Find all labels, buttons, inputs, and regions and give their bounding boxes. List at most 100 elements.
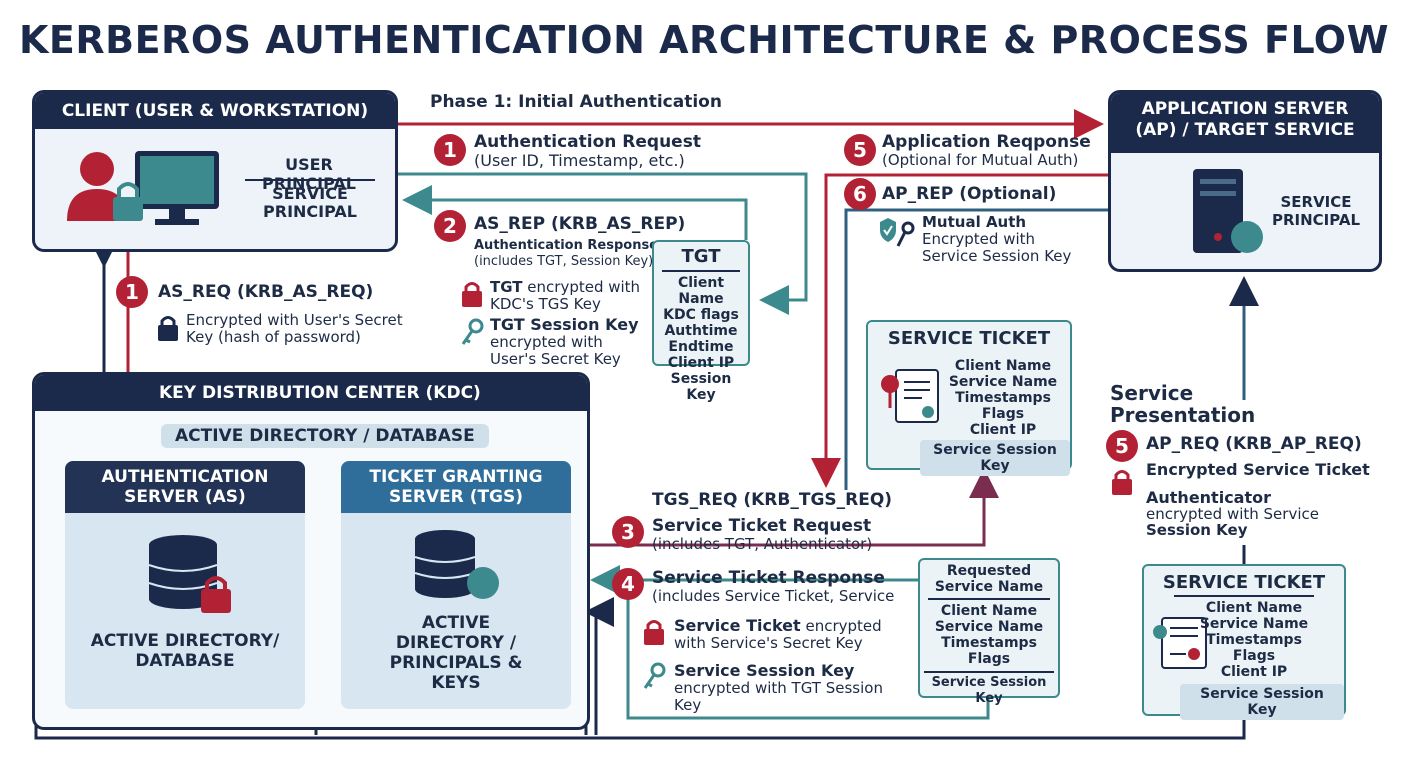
authenticator-note-2: Session Key [1146, 521, 1248, 539]
certificate-icon [1153, 617, 1207, 669]
requested-key: Service Session Key [931, 675, 1047, 706]
step-5-ap-badge: 5 [1106, 430, 1138, 462]
requested-line: Flags [967, 651, 1011, 667]
requested-line: Service Name [934, 619, 1044, 635]
step-6-title: AP_REP (Optional) [882, 184, 1057, 204]
ad-db-label: ACTIVE DIRECTORY / DATABASE [161, 424, 489, 448]
key-icon [643, 662, 666, 689]
kdc-box: KEY DISTRIBUTION CENTER (KDC) ACTIVE DIR… [32, 372, 590, 730]
app-server-box: APPLICATION SERVER (AP) / TARGET SERVICE… [1108, 90, 1382, 272]
arrow-app-response [811, 173, 1108, 488]
service-ticket-right-lines: Client Name Service Name Timestamps Flag… [1196, 600, 1312, 680]
service-ticket-mid-line: Timestamps [955, 390, 1051, 406]
service-ticket-enc-note: Service Ticket encrypted with Service's … [674, 617, 904, 652]
database-icon [414, 530, 499, 599]
tgs-req-label: TGS_REQ (KRB_TGS_REQ) [652, 490, 893, 510]
tgt-ticket-title: TGT [681, 246, 721, 267]
arrow-st-loop [626, 598, 990, 720]
step-4-sub: (includes Service Ticket, Service [652, 587, 895, 605]
service-session-key-note: Service Session Key encrypted with TGT S… [674, 662, 914, 714]
tgt-encrypted-text: encrypted with KDC's TGS Key [490, 278, 641, 313]
kdc-header: KEY DISTRIBUTION CENTER (KDC) [35, 375, 587, 411]
service-ticket-enc-text: encrypted with Service's Secret Key [674, 617, 882, 652]
service-ticket-right-line: Client Name [1205, 600, 1303, 616]
requested-line: Timestamps [941, 635, 1037, 651]
step-4-badge: 4 [612, 568, 644, 600]
authenticator-note-1: encrypted with Service [1146, 505, 1319, 523]
service-ticket-mid-line: Flags [981, 406, 1025, 422]
tgt-line: Client IP [667, 355, 735, 371]
service-ticket-right: SERVICE TICKET Client Name Service Name … [1142, 564, 1346, 720]
client-divider [245, 179, 375, 181]
step-6-badge: 6 [844, 178, 876, 210]
step-2-sub2: (includes TGT, Session Key) [474, 254, 654, 269]
user-principal-label: USER PRINCIPAL [262, 155, 356, 193]
as-box: AUTHENTICATION SERVER (AS) ACTIVE DIRECT… [65, 461, 305, 709]
requested-service-name: Requested Service Name [934, 563, 1044, 595]
step-1-badge: 1 [434, 134, 466, 166]
tgt-line: KDC flags [663, 307, 739, 323]
service-ticket-right-title: SERVICE TICKET [1162, 572, 1326, 593]
step-4-title: Service Ticket Response [652, 568, 885, 588]
requested-line: Client Name [940, 603, 1038, 619]
service-ticket-right-key: Service Session Key [1180, 684, 1344, 720]
certificate-icon [881, 369, 939, 423]
tgs-box: TICKET GRANTING SERVER (TGS) ACTIVE DIRE… [341, 461, 571, 709]
shield-key-icon [880, 218, 915, 247]
step-1-left-badge: 1 [116, 276, 148, 308]
step-2-sub1: Authentication Response [474, 238, 658, 253]
key-icon [461, 318, 484, 345]
service-session-key-text: encrypted with TGT Session Key [674, 679, 883, 714]
lock-icon [1112, 470, 1132, 495]
ap-service-principal: SERVICE PRINCIPAL [1271, 193, 1361, 229]
service-ticket-mid-key-wrap: Service Session Key [920, 440, 1070, 476]
step-3-title: Service Ticket Request [652, 516, 872, 536]
service-ticket-mid-key: Service Session Key [920, 440, 1070, 476]
step-1-sub: (User ID, Timestamp, etc.) [474, 151, 685, 170]
tgs-db-label: ACTIVE DIRECTORY / PRINCIPALS & KEYS [389, 613, 523, 693]
arrow-as-rep [402, 185, 748, 240]
mutual-auth-note: Mutual Auth Encrypted with Service Sessi… [922, 214, 1072, 265]
tgt-line: Session Key [670, 371, 732, 403]
service-ticket-right-key-wrap: Service Session Key [1180, 684, 1344, 720]
tgt-divider [662, 270, 740, 272]
client-box: CLIENT (USER & WORKSTATION) USER PRINCIP… [32, 90, 398, 252]
database-icon [148, 535, 231, 613]
service-ticket-right-line: Service Name [1199, 616, 1309, 632]
lock-icon [644, 620, 664, 645]
tgt-session-key-note: TGT Session Key encrypted with User's Se… [490, 316, 640, 368]
encrypted-service-ticket: Encrypted Service Ticket [1146, 460, 1370, 479]
service-ticket-right-line: Flags [1232, 648, 1276, 664]
tgt-encrypted-bold: TGT [490, 278, 523, 296]
service-ticket-enc-bold: Service Ticket [674, 616, 801, 635]
service-principal-label: SERVICE PRINCIPAL [263, 184, 357, 221]
as-req-title: AS_REQ (KRB_AS_REQ) [158, 282, 374, 302]
step-2-badge: 2 [434, 210, 466, 242]
user-workstation-icon [67, 151, 219, 225]
app-server-header: APPLICATION SERVER (AP) / TARGET SERVICE [1111, 93, 1379, 153]
step-3-badge: 3 [612, 516, 644, 548]
step-2-title: AS_REP (KRB_AS_REP) [474, 214, 686, 234]
lock-icon [462, 282, 482, 307]
lock-icon [158, 316, 178, 341]
tgt-session-key-bold: TGT Session Key [490, 315, 639, 334]
service-ticket-mid-title: SERVICE TICKET [887, 328, 1051, 349]
mutual-auth-bold: Mutual Auth [922, 213, 1027, 231]
page-title: KERBEROS AUTHENTICATION ARCHITECTURE & P… [18, 18, 1390, 62]
as-db-label: ACTIVE DIRECTORY/ DATABASE [90, 631, 280, 671]
service-ticket-middle: SERVICE TICKET Client Name Service Name … [866, 320, 1072, 476]
tgt-line: Endtime [668, 339, 734, 355]
tgt-line: Client Name [677, 275, 725, 307]
arrow-ap-rep [844, 208, 1108, 490]
arrow-to-tgt [398, 172, 808, 315]
as-req-note: Encrypted with User's Secret Key (hash o… [186, 311, 403, 346]
step-5-badge: 5 [844, 134, 876, 166]
service-ticket-mid-line: Client Name [954, 358, 1052, 374]
step-1-title: Authentication Request [474, 132, 701, 152]
as-header: AUTHENTICATION SERVER (AS) [65, 461, 305, 513]
service-ticket-mid-line: Client IP [969, 422, 1037, 438]
requested-service-ticket: Requested Service Name Client Name Servi… [918, 558, 1060, 706]
service-ticket-mid-line: Service Name [948, 374, 1058, 390]
service-session-key-bold: Service Session Key [674, 661, 855, 680]
arrow-tgs-req [586, 468, 999, 547]
